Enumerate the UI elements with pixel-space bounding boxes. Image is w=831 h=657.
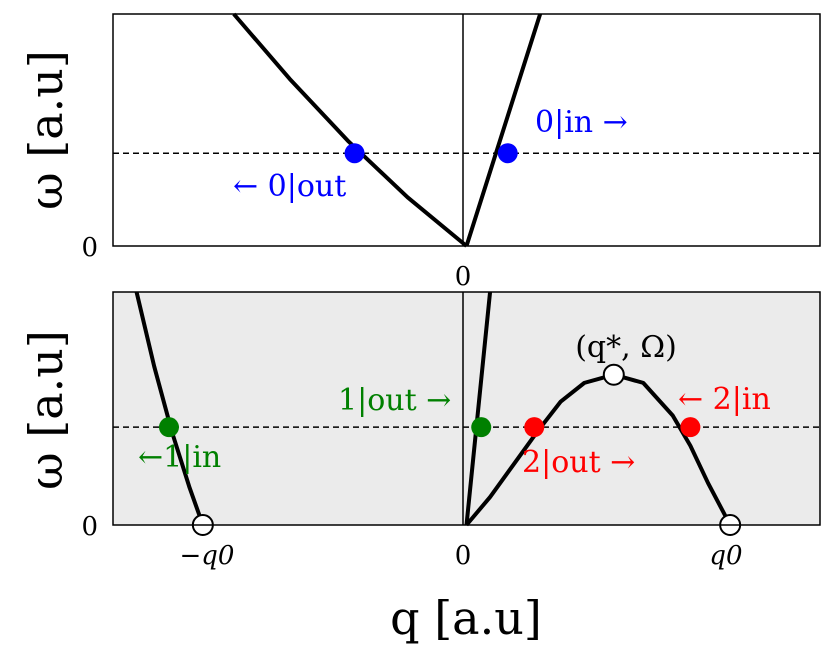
top-point-label-in: 0|in → [535, 105, 628, 140]
bottom-point-0 [158, 417, 179, 438]
bottom-panel-frame [112, 291, 821, 526]
bottom-curve-steep-branch [464, 291, 493, 526]
top-panel-background [113, 14, 820, 246]
bottom-panel: 0 −q0 0 q0 ω [a.u] q [a.u] ←1|in 1|out →… [19, 291, 821, 645]
bottom-xtick-label-neg-q0: −q0 [180, 541, 235, 571]
top-panel-frame [112, 13, 821, 247]
bottom-xtick-label-q0: q0 [709, 541, 742, 571]
top-curve-negative-q [232, 12, 468, 248]
bottom-point-label-1-in: ←1|in [138, 440, 221, 475]
bottom-x-axis-label: q [a.u] [390, 591, 542, 645]
bottom-curve-dome-branch [464, 372, 732, 527]
bottom-point-label-2-in: ← 2|in [678, 382, 771, 417]
bottom-critical-point-label: (q*, Ω) [575, 330, 677, 365]
top-curve-positive-q [464, 13, 543, 247]
bottom-point-label-2-out: 2|out → [522, 445, 635, 480]
bottom-point-3 [680, 417, 701, 438]
bottom-y-axis-label: ω [a.u] [19, 330, 73, 490]
bottom-point-2 [524, 417, 545, 438]
top-y-axis-label: ω [a.u] [19, 50, 73, 210]
bottom-xtick-label-0: 0 [455, 541, 472, 571]
bottom-point-label-1-out: 1|out → [338, 383, 451, 418]
top-panel: 0 0 ω [a.u] ← 0|out 0|in → [19, 12, 821, 292]
bottom-point-4 [602, 363, 625, 386]
bottom-points [158, 363, 742, 536]
top-point-1 [497, 143, 518, 164]
bottom-ytick-label-0: 0 [81, 512, 98, 542]
top-curves [232, 12, 543, 248]
bottom-panel-background [113, 292, 820, 525]
top-point-label-out: ← 0|out [233, 169, 346, 204]
top-points [344, 143, 518, 164]
top-point-0 [344, 143, 365, 164]
bottom-point-1 [471, 417, 492, 438]
top-xtick-label-0: 0 [455, 262, 472, 292]
top-ytick-label-0: 0 [81, 233, 98, 263]
